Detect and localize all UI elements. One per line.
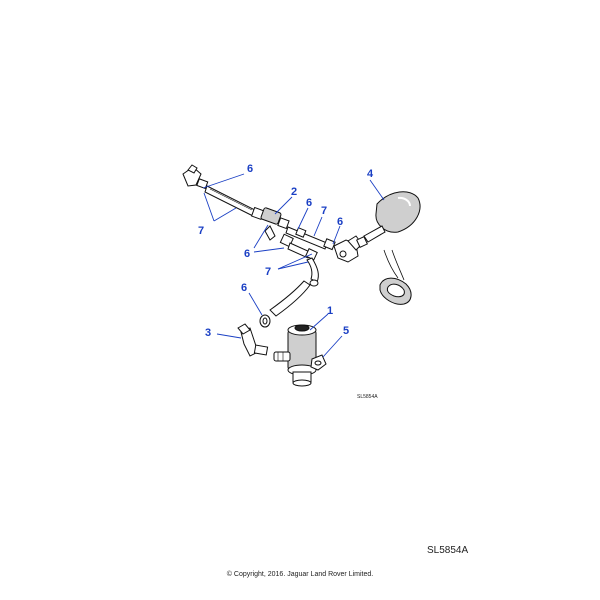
callout-6: 6 xyxy=(244,248,250,260)
callout-1: 1 xyxy=(327,305,333,317)
footer-reference-code: SL5854A xyxy=(427,545,469,556)
callout-7: 7 xyxy=(198,225,204,237)
callout-6: 6 xyxy=(241,282,247,294)
callout-6: 6 xyxy=(337,216,343,228)
pump-outlet-elbow xyxy=(237,323,269,357)
callout-5: 5 xyxy=(343,325,349,337)
callout-6: 6 xyxy=(306,197,312,209)
lower-branch xyxy=(279,233,319,287)
washer-pump xyxy=(273,324,317,387)
jet-bezel xyxy=(379,249,412,305)
middle-hose xyxy=(285,226,336,251)
callout-3: 3 xyxy=(205,327,211,339)
left-jet-elbow xyxy=(182,164,209,190)
callout-4: 4 xyxy=(367,168,374,180)
washer-jet-nozzle xyxy=(356,191,421,248)
pump-feed-hose xyxy=(269,280,311,317)
diagram-reference-code: SL5854A xyxy=(357,394,378,400)
callout-2: 2 xyxy=(291,186,297,198)
hose-clip xyxy=(259,314,271,328)
callout-6: 6 xyxy=(247,163,253,175)
t-piece-connector xyxy=(250,206,290,241)
callouts: 6 2 4 6 7 7 6 6 7 6 1 3 5 xyxy=(198,163,374,339)
pump-grommet xyxy=(310,354,327,371)
leader-lines xyxy=(202,173,385,358)
copyright-notice: © Copyright, 2016. Jaguar Land Rover Lim… xyxy=(226,571,374,578)
callout-7: 7 xyxy=(321,205,327,217)
callout-7: 7 xyxy=(265,266,271,278)
